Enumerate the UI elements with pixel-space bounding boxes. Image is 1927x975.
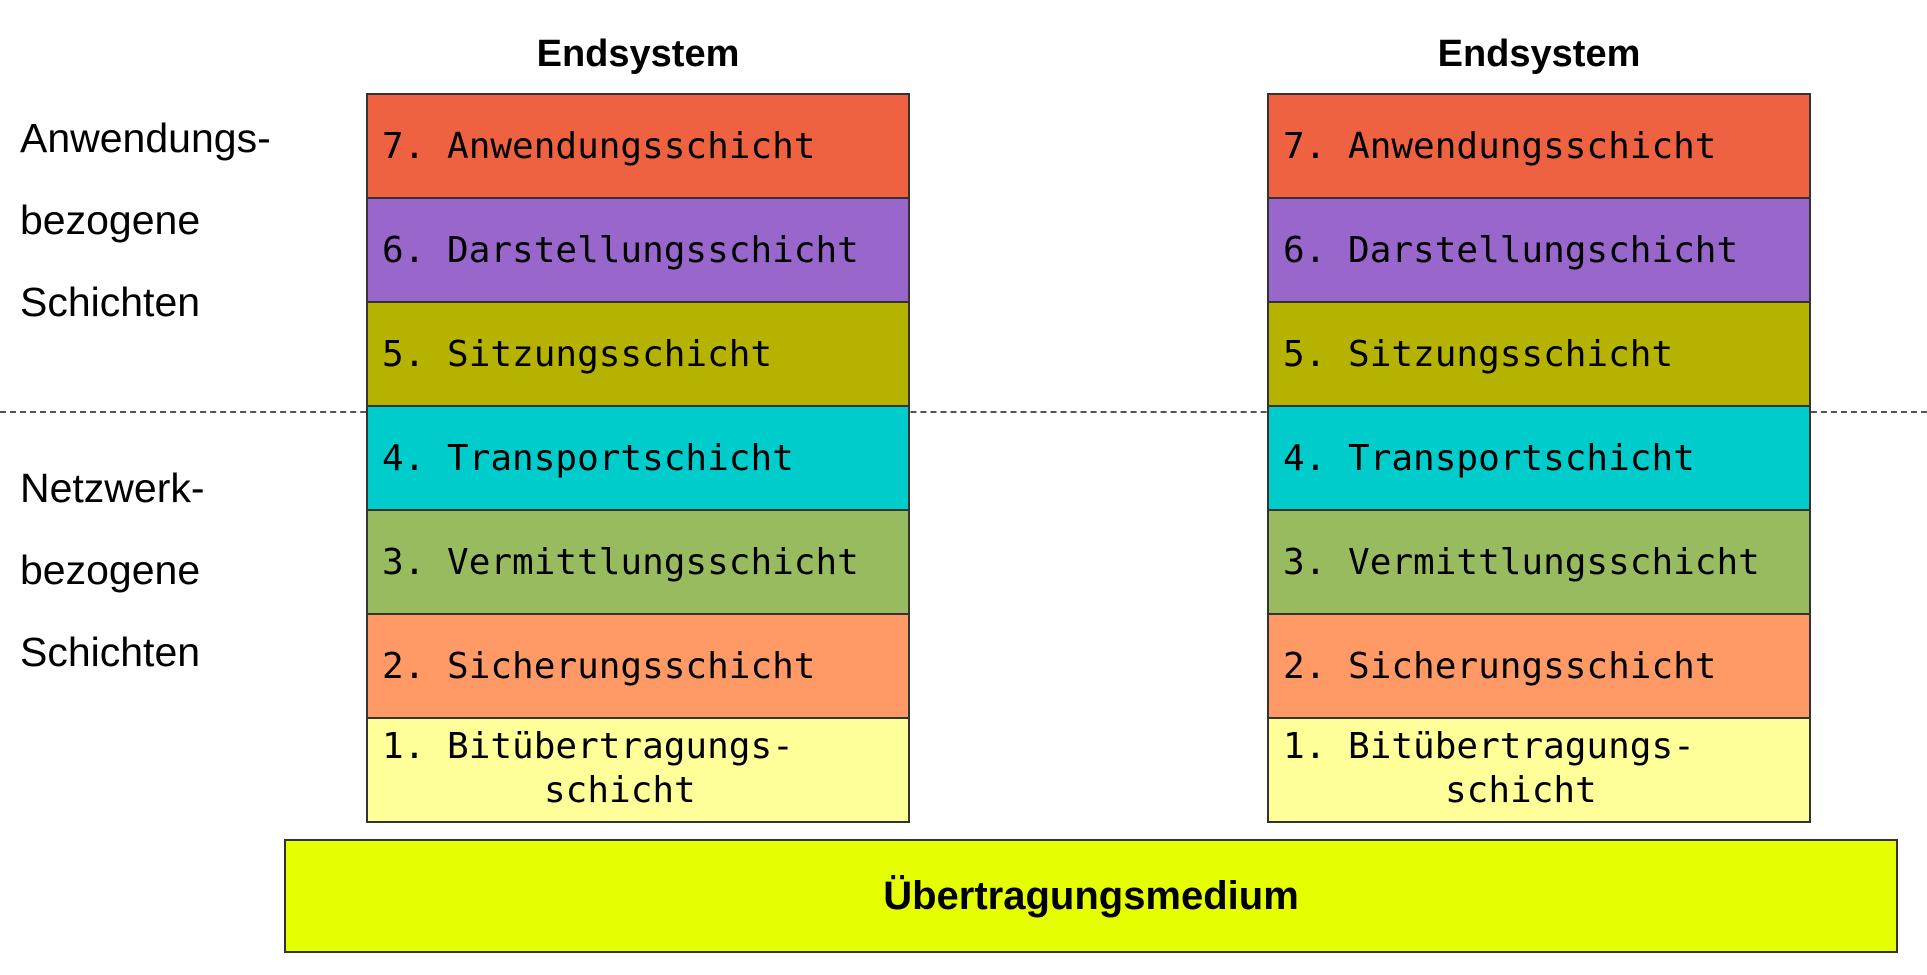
layer-3-network: 3. Vermittlungsschicht	[366, 509, 910, 615]
layer-4-transport: 4. Transportschicht	[1267, 405, 1811, 511]
layer-7-application: 7. Anwendungsschicht	[1267, 93, 1811, 199]
left-endsystem-stack: 7. Anwendungsschicht 6. Darstellungsschi…	[366, 93, 910, 823]
transmission-medium-bar: Übertragungsmedium	[284, 839, 1898, 953]
layer-6-presentation: 6. Darstellungsschicht	[366, 197, 910, 303]
layer-1-physical: 1. Bitübertragungs- schicht	[1267, 717, 1811, 823]
layer-2-data-link: 2. Sicherungsschicht	[1267, 613, 1811, 719]
layer-5-session: 5. Sitzungsschicht	[366, 301, 910, 407]
side-label-application-layers: Anwendungs- bezogene Schichten	[20, 115, 271, 325]
side-label-network-layers: Netzwerk- bezogene Schichten	[20, 465, 205, 675]
layer-1-label-line1: 1. Bitübertragungs-	[382, 726, 794, 767]
layer-7-application: 7. Anwendungsschicht	[366, 93, 910, 199]
layer-5-session: 5. Sitzungsschicht	[1267, 301, 1811, 407]
layer-divider-line	[0, 411, 1927, 413]
layer-3-network: 3. Vermittlungsschicht	[1267, 509, 1811, 615]
layer-1-physical: 1. Bitübertragungs- schicht	[366, 717, 910, 823]
layer-4-transport: 4. Transportschicht	[366, 405, 910, 511]
layer-1-label-line2: schicht	[1445, 770, 1597, 811]
layer-6-presentation: 6. Darstellungschicht	[1267, 197, 1811, 303]
layer-1-label-line2: schicht	[544, 770, 696, 811]
layer-2-data-link: 2. Sicherungsschicht	[366, 613, 910, 719]
heading-right-endsystem: Endsystem	[1437, 33, 1641, 75]
right-endsystem-stack: 7. Anwendungsschicht 6. Darstellungschic…	[1267, 93, 1811, 823]
heading-left-endsystem: Endsystem	[536, 33, 740, 75]
layer-1-label-line1: 1. Bitübertragungs-	[1283, 726, 1695, 767]
